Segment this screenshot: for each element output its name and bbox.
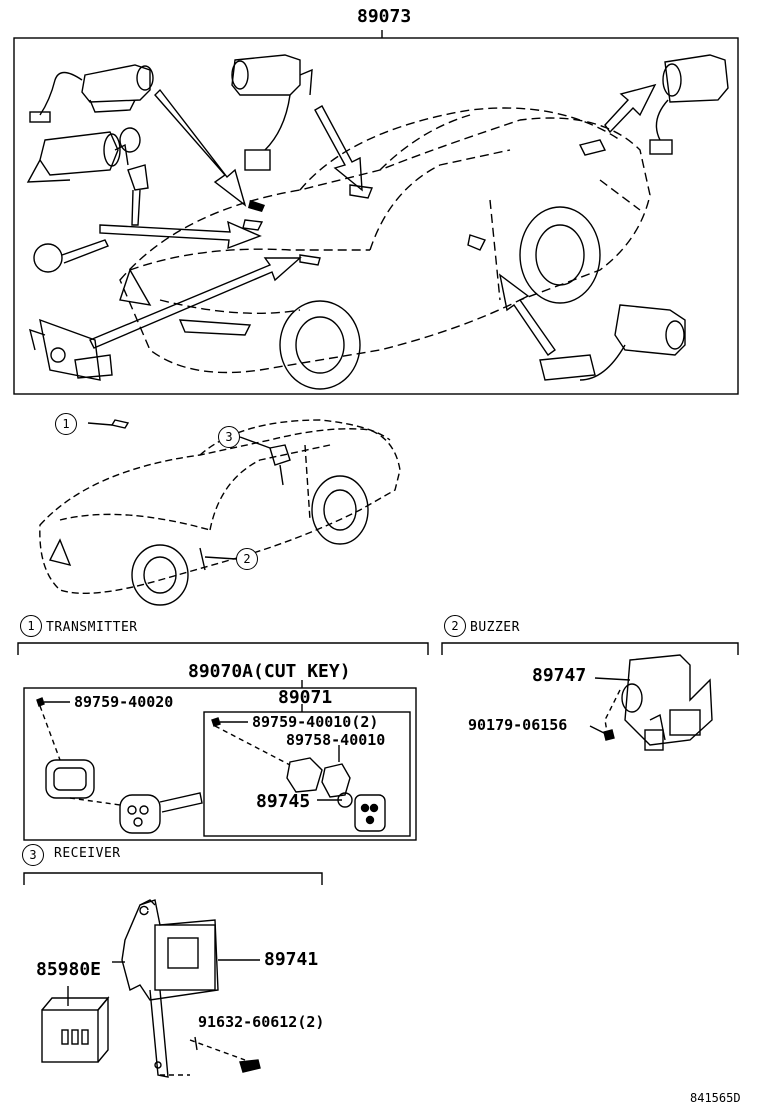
part-number-89759-40020: 89759-40020 [74,693,174,711]
callout-1: 1 [55,413,77,435]
car-wheels-middle [48,419,369,606]
callout-3: 3 [218,426,240,448]
part-number-85980E: 85980E [36,959,102,980]
part-number-89758-40010: 89758-40010 [286,731,386,749]
receiver-parts [41,899,261,1078]
part-number-91632-60612: 91632-60612(2) [198,1013,325,1031]
section-transmitter-title: TRANSMITTER [46,620,138,635]
diagram-code: 841565D [690,1091,741,1105]
section-buzzer-title: BUZZER [470,620,520,635]
section-brackets [17,642,739,885]
transmitter-parts [36,697,386,834]
section-1-number: 1 [20,615,42,637]
part-number-89741: 89741 [264,949,319,970]
car-wheels-top [119,139,607,390]
part-number-89747: 89747 [532,665,587,686]
transmitter-frame [23,680,417,841]
section-receiver-title: RECEIVER [54,846,121,861]
part-number-89070A: 89070A(CUT KEY) [188,661,351,682]
arrows-top [89,83,657,356]
door-lock-parts [231,54,729,381]
part-number-89745: 89745 [256,791,311,812]
buzzer-part [589,654,713,751]
part-number-89071: 89071 [278,687,333,708]
part-number-89073: 89073 [357,6,412,27]
part-number-89759-40010: 89759-40010(2) [252,713,379,731]
top-frame [13,30,739,395]
section-3-number: 3 [22,844,44,866]
callout-2: 2 [236,548,258,570]
car-illustration-middle [39,419,401,595]
lock-cylinder-parts [26,64,154,381]
part-number-90179-06156: 90179-06156 [468,716,568,734]
section-2-number: 2 [444,615,466,637]
